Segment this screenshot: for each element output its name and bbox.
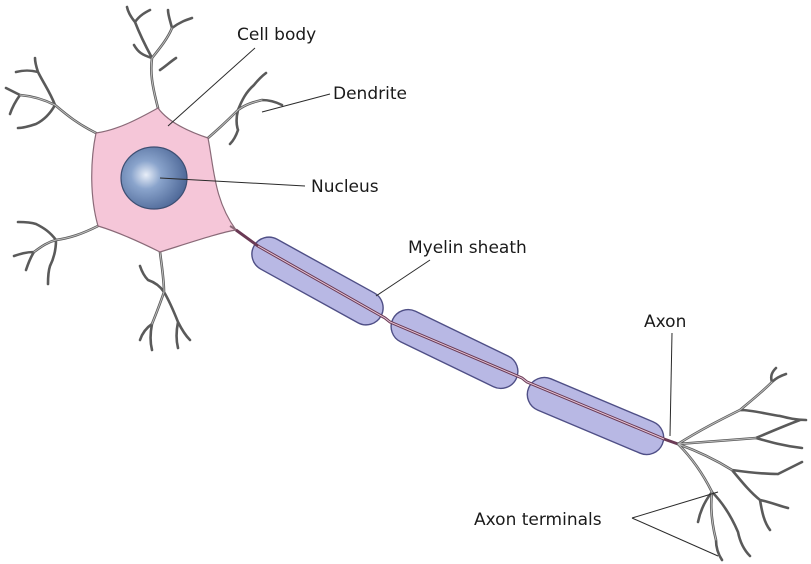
axon-terminals-label: Axon terminals — [474, 510, 602, 530]
myelin-sheath-leader — [376, 260, 430, 296]
nucleus — [121, 147, 187, 209]
axon-label: Axon — [644, 312, 686, 332]
myelin-sheath — [246, 231, 669, 460]
nucleus-label: Nucleus — [311, 177, 379, 197]
cell-body-label: Cell body — [237, 25, 316, 45]
dendrite-leader — [262, 94, 330, 112]
axon-terminal-branches — [678, 368, 806, 560]
cell-body-leader — [168, 48, 255, 126]
axon-leader — [670, 333, 672, 436]
axon-terminals-leader-lower — [632, 518, 718, 556]
myelin-sheath-label: Myelin sheath — [408, 238, 527, 258]
dendrite-label: Dendrite — [333, 84, 407, 104]
myelin-segment — [522, 372, 669, 460]
